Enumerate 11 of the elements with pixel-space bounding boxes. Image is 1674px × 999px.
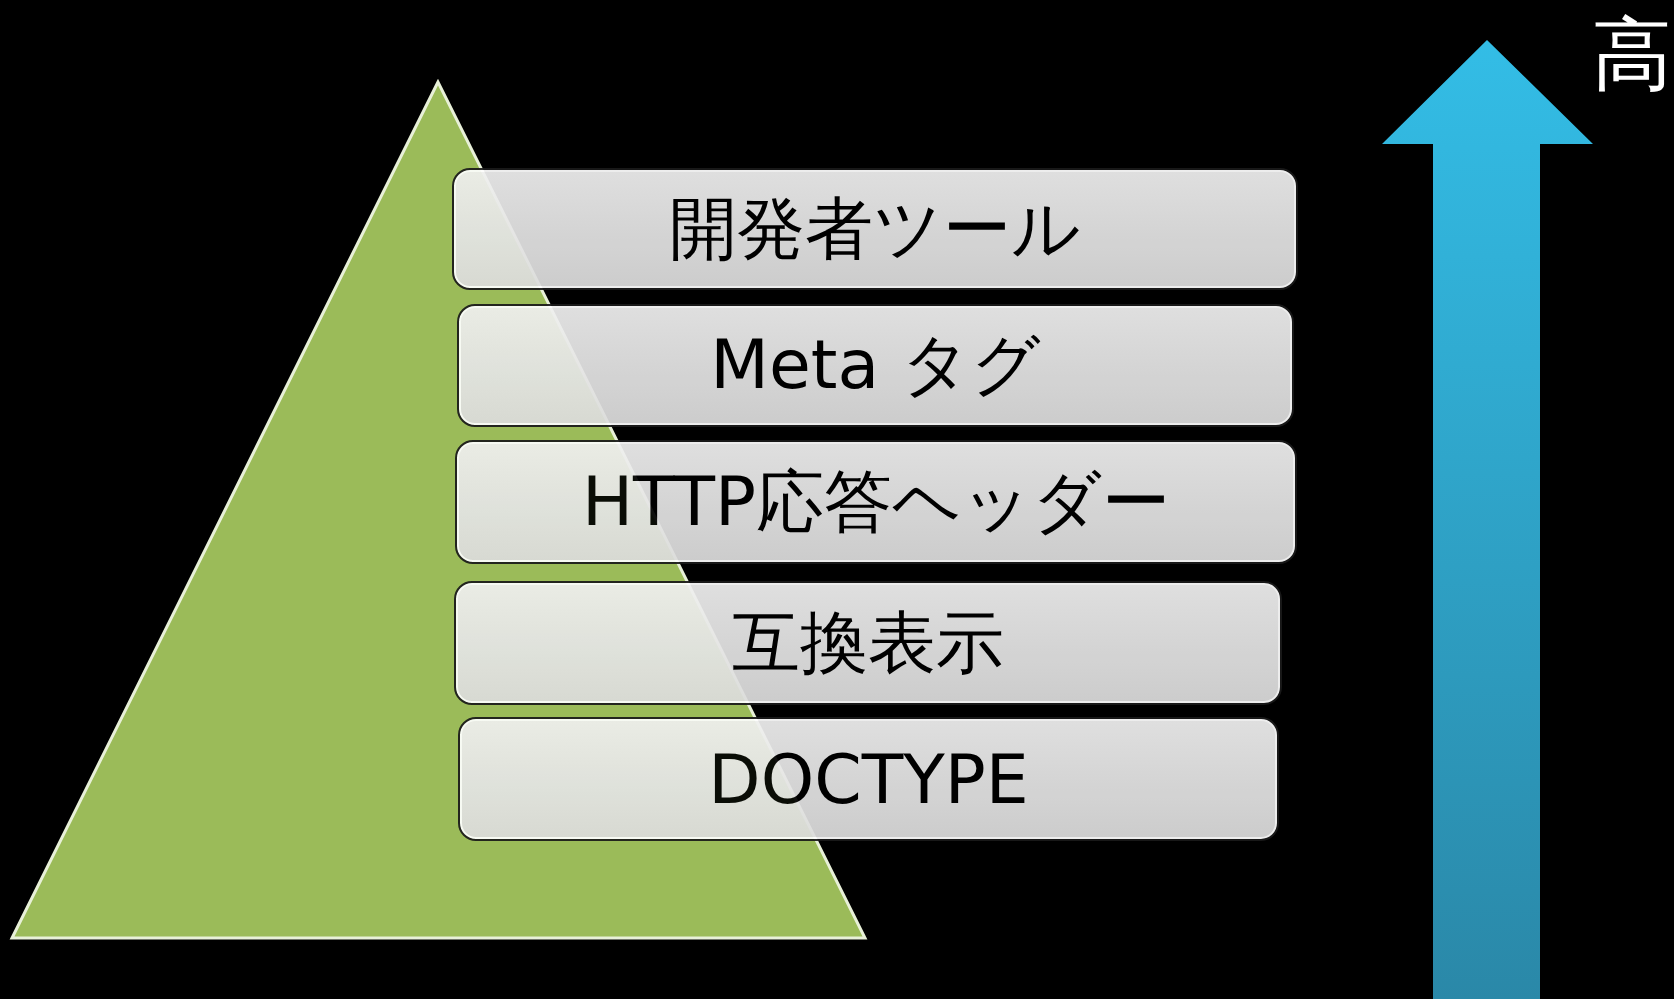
layer-label: HTTP応答ヘッダー — [582, 460, 1170, 543]
layer-label: 互換表示 — [732, 601, 1004, 684]
layer-box — [457, 304, 1294, 427]
axis-label: 高 — [1592, 7, 1672, 103]
layer-label: DOCTYPE — [708, 739, 1029, 819]
layer-box — [455, 440, 1297, 564]
layer-box — [458, 717, 1279, 841]
layer-label: 開発者ツール — [669, 187, 1081, 270]
layer-box — [454, 581, 1282, 705]
layer-label: Meta タグ — [710, 324, 1041, 406]
layer-box — [452, 168, 1298, 290]
